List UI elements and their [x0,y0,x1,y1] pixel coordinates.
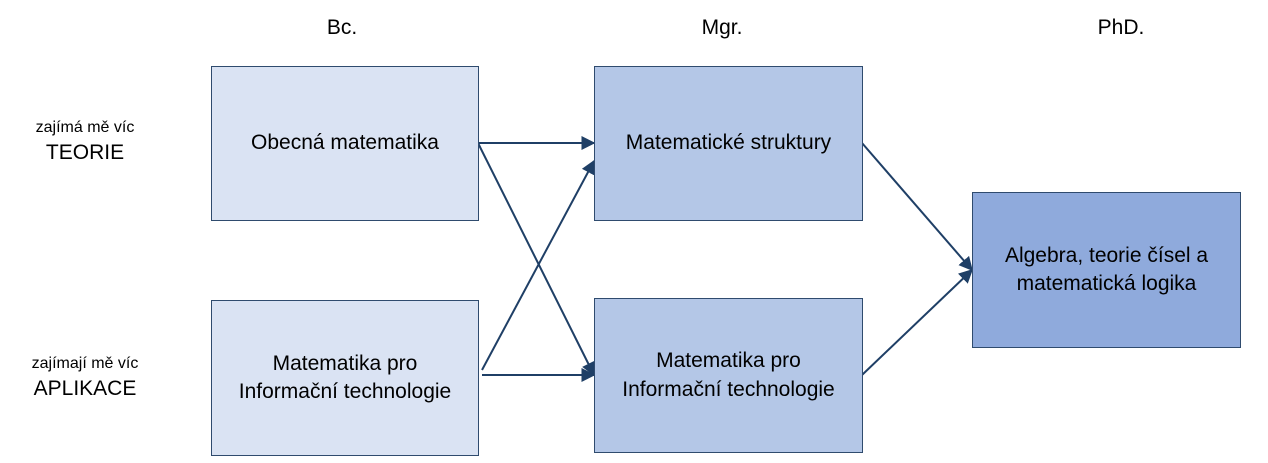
arrow-general-to-mgr-it [477,142,595,377]
arrow-bc-it-to-structures [481,159,595,371]
box-bc-general-mathematics: Obecná matematika [211,66,479,221]
row-label-theory: zajímá mě víc TEORIE [0,118,170,166]
row-label-theory-caption: zajímá mě víc [35,119,135,136]
column-header-phd: PhD. [1097,16,1145,39]
arrow-structures-to-algebra [861,142,973,272]
row-label-applications-title: APLIKACE [33,377,137,400]
row-label-theory-title: TEORIE [45,141,125,164]
arrow-mgr-it-to-algebra [861,269,974,376]
box-mgr-mathematical-structures: Matematické struktury [594,66,863,221]
box-bc-math-for-it: Matematika pro Informační technologie [211,300,479,456]
row-label-applications-caption: zajímají mě víc [31,355,139,372]
column-header-mgr: Mgr. [701,16,743,39]
box-mgr-math-for-it: Matematika pro Informační technologie [594,298,863,453]
box-phd-algebra-number-theory-logic: Algebra, teorie čísel a matematická logi… [972,192,1241,348]
row-label-applications: zajímají mě víc APLIKACE [0,354,170,402]
column-header-bc: Bc. [326,16,358,39]
